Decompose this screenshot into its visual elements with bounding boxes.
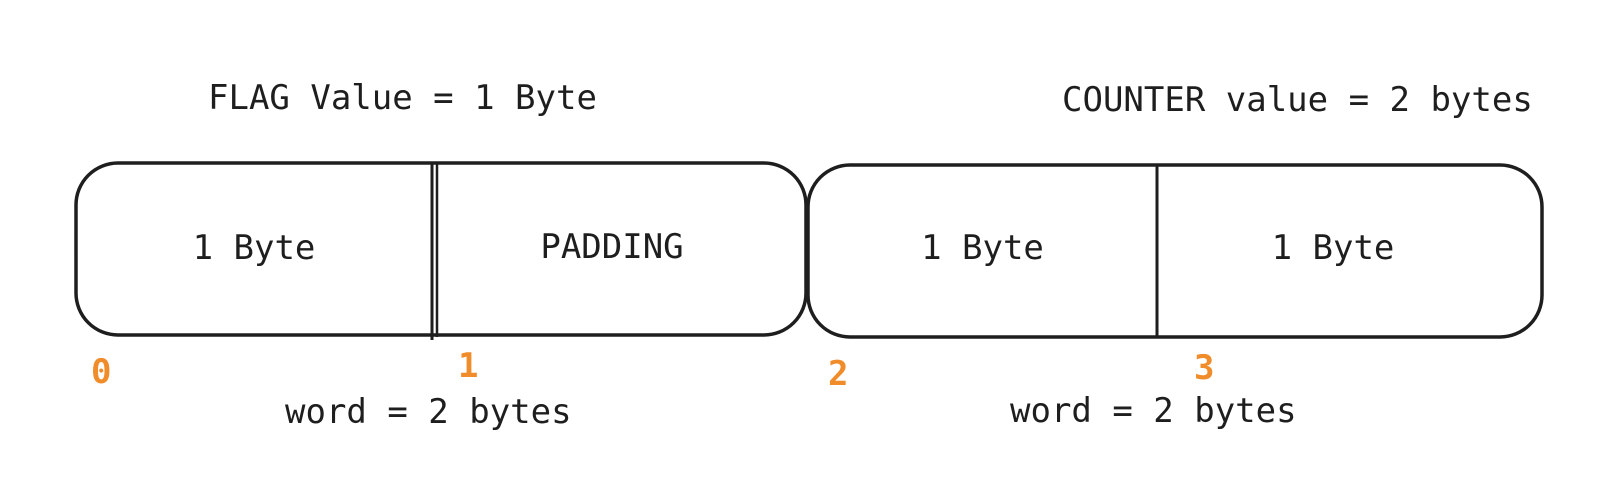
offset-1: 1 xyxy=(458,346,479,386)
cell-padding: PADDING xyxy=(540,227,684,267)
offset-3: 3 xyxy=(1194,348,1215,388)
offset-0: 0 xyxy=(91,352,112,392)
flag-value-label: FLAG Value = 1 Byte xyxy=(208,78,597,118)
word-block-right xyxy=(806,163,1544,339)
word-block-left xyxy=(74,161,808,337)
counter-value-label: COUNTER value = 2 bytes xyxy=(1062,80,1533,120)
cell-flag-byte: 1 Byte xyxy=(192,228,316,268)
word-size-left-label: word = 2 bytes xyxy=(285,392,572,432)
cell-counter-byte-2: 1 Byte xyxy=(1271,228,1395,268)
offset-2: 2 xyxy=(828,354,849,394)
word-size-right-label: word = 2 bytes xyxy=(1010,391,1297,431)
cell-counter-byte-1: 1 Byte xyxy=(921,228,1044,268)
